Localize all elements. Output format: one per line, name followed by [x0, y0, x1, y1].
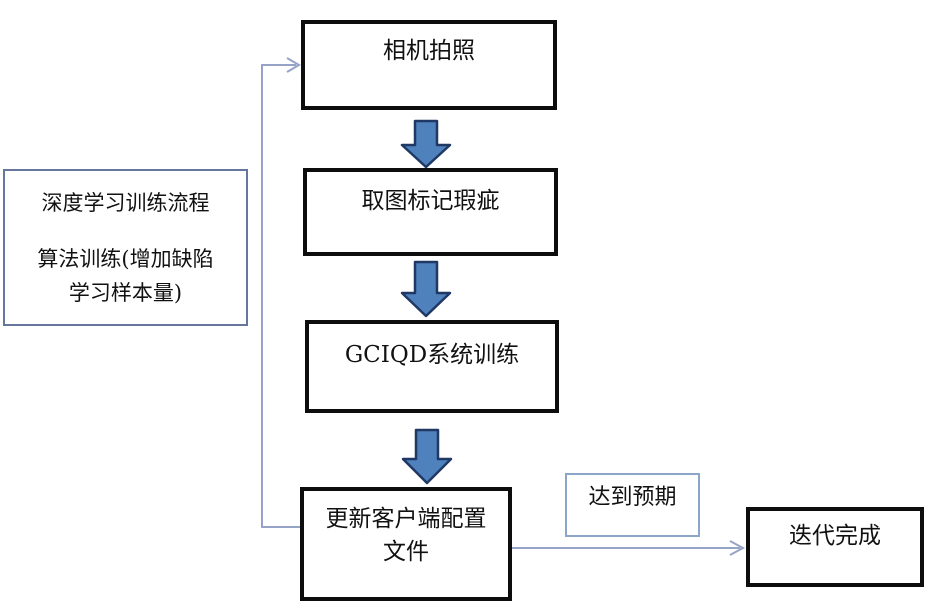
label-box-expectation-met: 达到预期 — [565, 473, 700, 537]
node-gciqd-training: GCIQD系统训练 — [305, 320, 559, 413]
node-update-client-config-line1: 更新客户端配置 — [325, 506, 487, 532]
feedback-connector-line — [261, 64, 305, 528]
note-box-spacer — [5, 220, 246, 242]
node-iteration-complete: 迭代完成 — [746, 507, 924, 587]
note-box-training-process: 深度学习训练流程 算法训练(增加缺陷 学习样本量) — [3, 169, 248, 326]
node-camera-capture-label: 相机拍照 — [383, 38, 475, 64]
down-block-arrow-3-icon — [401, 428, 453, 485]
node-update-client-config: 更新客户端配置 文件 — [300, 487, 512, 601]
down-block-arrow-1-icon — [400, 119, 452, 169]
note-box-line3: 学习样本量) — [68, 281, 183, 305]
node-gciqd-training-label: GCIQD系统训练 — [344, 342, 520, 368]
node-camera-capture: 相机拍照 — [301, 20, 557, 110]
down-block-arrow-2-icon — [400, 260, 452, 318]
node-update-client-config-line2: 文件 — [383, 539, 429, 565]
complete-arrowhead-icon — [729, 540, 746, 556]
note-box-line2: 算法训练(增加缺陷 — [37, 247, 214, 271]
node-mark-defects: 取图标记瑕疵 — [303, 168, 558, 256]
label-box-expectation-met-text: 达到预期 — [588, 485, 677, 510]
node-iteration-complete-label: 迭代完成 — [789, 523, 881, 549]
feedback-arrowhead-icon — [286, 57, 301, 73]
note-box-line1: 深度学习训练流程 — [41, 191, 210, 215]
node-mark-defects-label: 取图标记瑕疵 — [361, 188, 500, 214]
